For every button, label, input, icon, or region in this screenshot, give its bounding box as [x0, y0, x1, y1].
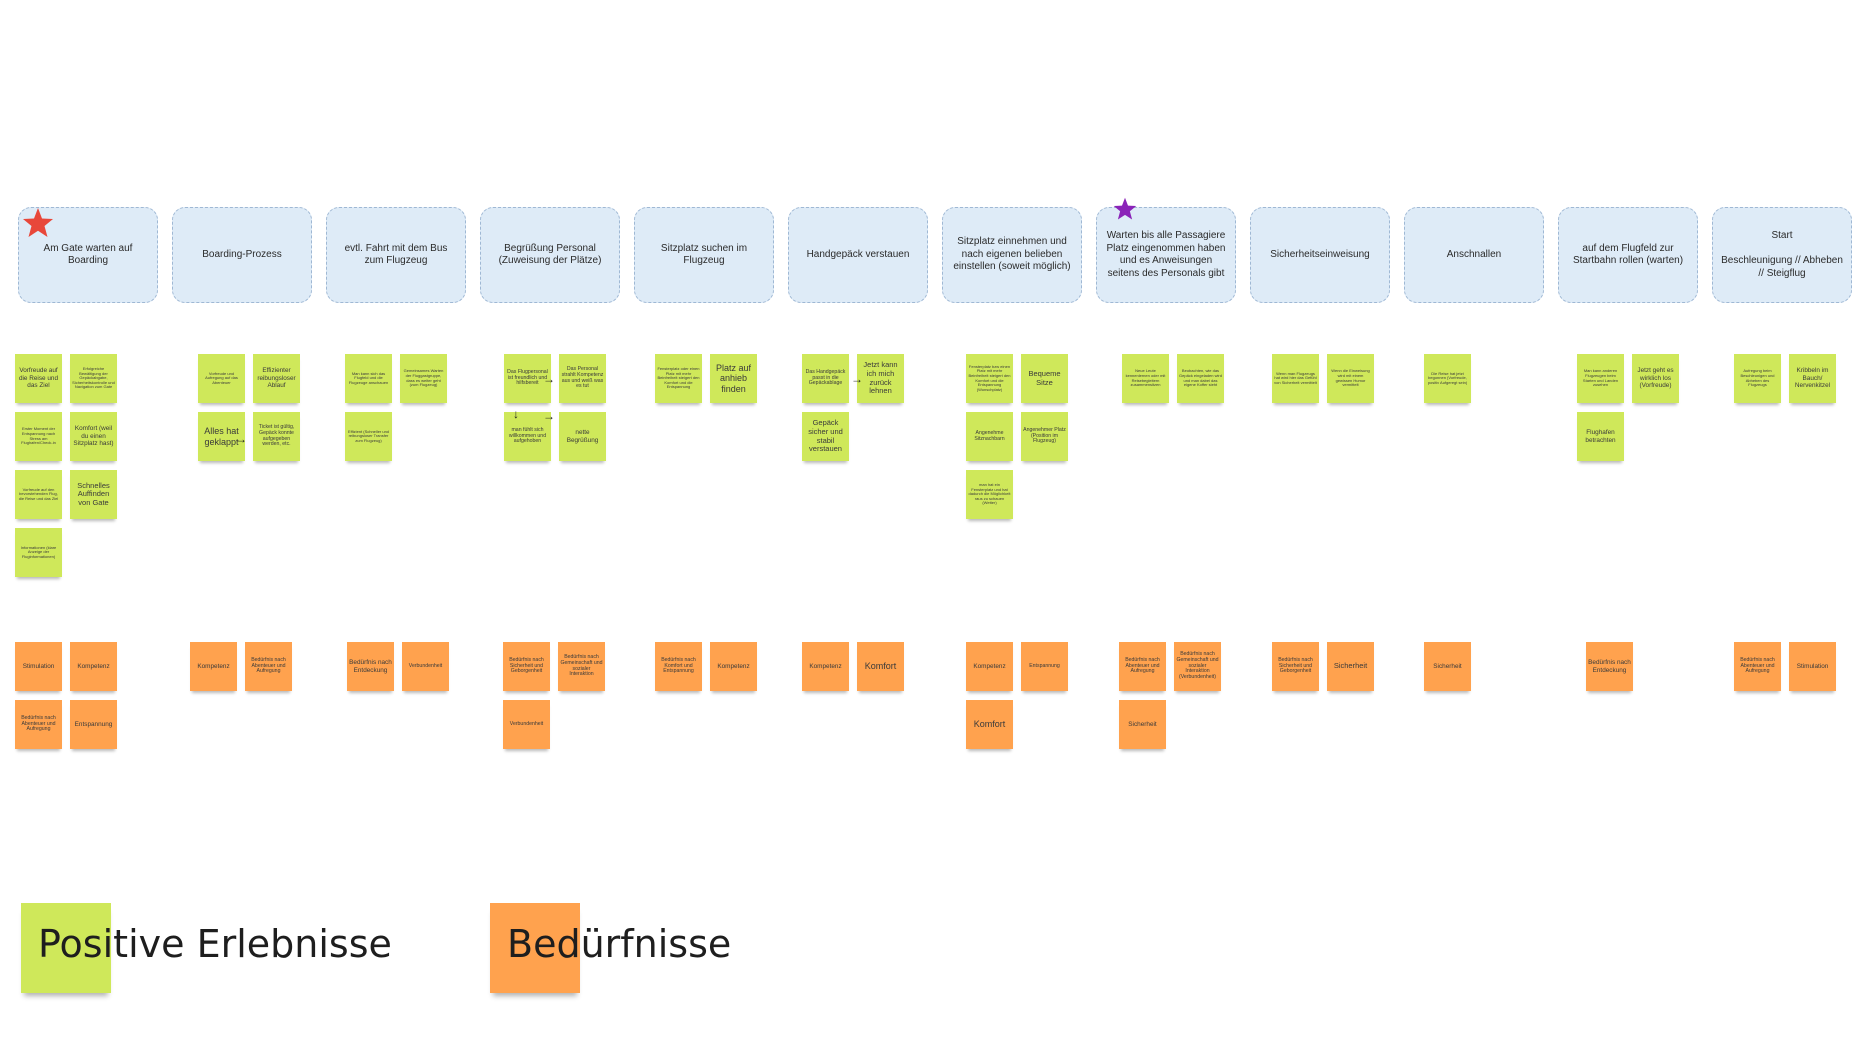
positive-sticky-note[interactable]: Gepäck sicher und stabil verstauen	[802, 412, 849, 461]
legend-positive-label: Positive Erlebnisse	[38, 922, 392, 966]
need-sticky-note[interactable]: Bedürfnis nach Abenteuer und Aufregung	[1734, 642, 1781, 691]
stage-card[interactable]: Sicherheitseinweisung	[1250, 207, 1390, 303]
positive-sticky-note[interactable]: Das Personal strahlt Kompetenz aus und w…	[559, 354, 606, 403]
stage-card[interactable]: Sitzplatz suchen im Flugzeug	[634, 207, 774, 303]
positive-sticky-note[interactable]: Gemeinsames Warten der Fluggastgruppe, d…	[400, 354, 447, 403]
stage-card[interactable]: Boarding-Prozess	[172, 207, 312, 303]
stage-card[interactable]: auf dem Flugfeld zur Startbahn rollen (w…	[1558, 207, 1698, 303]
arrow-right-icon: →	[235, 432, 247, 446]
stage-card[interactable]: Warten bis alle Passagiere Platz eingeno…	[1096, 207, 1236, 303]
need-sticky-note[interactable]: Bedürfnis nach Komfort und Entspannung	[655, 642, 702, 691]
positive-sticky-note[interactable]: Angenehmer Platz (Position im Flugzeug)	[1021, 412, 1068, 461]
positive-sticky-note[interactable]: Platz auf anhieb finden	[710, 354, 757, 403]
positive-sticky-note[interactable]: Jetzt kann ich mich zurück lehnen	[857, 354, 904, 403]
positive-sticky-note[interactable]: Schnelles Auffinden von Gate	[70, 470, 117, 519]
stage-card[interactable]: Anschnallen	[1404, 207, 1544, 303]
positive-sticky-note[interactable]: Komfort (weil du einen Sitzplatz hast)	[70, 412, 117, 461]
stage-card[interactable]: Start Beschleunigung // Abheben // Steig…	[1712, 207, 1852, 303]
star-purple-icon	[1113, 197, 1137, 220]
need-sticky-note[interactable]: Bedürfnis nach Abenteuer und Aufregung	[245, 642, 292, 691]
positive-sticky-note[interactable]: Kribbeln im Bauch/ Nervenkitzel	[1789, 354, 1836, 403]
positive-sticky-note[interactable]: Erster Moment der Entspannung nach Stres…	[15, 412, 62, 461]
positive-sticky-note[interactable]: Angenehme Sitznachbarn	[966, 412, 1013, 461]
positive-sticky-note[interactable]: man fühlt sich willkommen und aufgehoben	[504, 412, 551, 461]
need-sticky-note[interactable]: Bedürfnis nach Entdeckung	[1586, 642, 1633, 691]
positive-sticky-note[interactable]: Man kann anderen Flugzeugen beim Starten…	[1577, 354, 1624, 403]
need-sticky-note[interactable]: Kompetenz	[802, 642, 849, 691]
positive-sticky-note[interactable]: Beobachten, wie das Gepäck eingeladen wi…	[1177, 354, 1224, 403]
positive-sticky-note[interactable]: Vorfreude auf die Reise und das Ziel	[15, 354, 62, 403]
stage-card[interactable]: Handgepäck verstauen	[788, 207, 928, 303]
need-sticky-note[interactable]: Bedürfnis nach Gemeinschaft und sozialer…	[1174, 642, 1221, 691]
arrow-right-icon: →	[851, 372, 863, 386]
need-sticky-note[interactable]: Bedürfnis nach Gemeinschaft und sozialer…	[558, 642, 605, 691]
stage-card[interactable]: Begrüßung Personal (Zuweisung der Plätze…	[480, 207, 620, 303]
arrow-right-icon: →	[543, 409, 555, 423]
positive-sticky-note[interactable]: Informationen (klare Anzeige der Fluginf…	[15, 528, 62, 577]
positive-sticky-note[interactable]: Wenn man Flugzeugs hat wird hier das Gef…	[1272, 354, 1319, 403]
positive-sticky-note[interactable]: Erfolgreiche Bewältigung der Gepäckabgab…	[70, 354, 117, 403]
arrow-right-icon: →	[543, 372, 555, 386]
positive-sticky-note[interactable]: nette Begrüßung	[559, 412, 606, 461]
need-sticky-note[interactable]: Kompetenz	[966, 642, 1013, 691]
arrow-down-icon: ↓	[513, 407, 519, 421]
positive-sticky-note[interactable]: Wenn die Einweisung wird mit einem gewis…	[1327, 354, 1374, 403]
stage-card[interactable]: Sitzplatz einnehmen und nach eigenen bel…	[942, 207, 1082, 303]
need-sticky-note[interactable]: Komfort	[966, 700, 1013, 749]
need-sticky-note[interactable]: Verbundenheit	[402, 642, 449, 691]
stage-card[interactable]: evtl. Fahrt mit dem Bus zum Flugzeug	[326, 207, 466, 303]
legend-needs-swatch	[490, 903, 580, 993]
need-sticky-note[interactable]: Stimulation	[15, 642, 62, 691]
positive-sticky-note[interactable]: Jetzt geht es wirklich los (Vorfreude)	[1632, 354, 1679, 403]
need-sticky-note[interactable]: Komfort	[857, 642, 904, 691]
positive-sticky-note[interactable]: Bequeme Sitze	[1021, 354, 1068, 403]
need-sticky-note[interactable]: Bedürfnis nach Sicherheit und Geborgenhe…	[503, 642, 550, 691]
need-sticky-note[interactable]: Bedürfnis nach Entdeckung	[347, 642, 394, 691]
positive-sticky-note[interactable]: Die Reise hat jetzt begonnen (Vorfreude,…	[1424, 354, 1471, 403]
positive-sticky-note[interactable]: Alles hat geklappt	[198, 412, 245, 461]
legend-needs-label: Bedürfnisse	[507, 922, 732, 966]
need-sticky-note[interactable]: Verbundenheit	[503, 700, 550, 749]
star-red-icon	[23, 208, 53, 237]
need-sticky-note[interactable]: Bedürfnis nach Abenteuer und Aufregung	[1119, 642, 1166, 691]
need-sticky-note[interactable]: Stimulation	[1789, 642, 1836, 691]
positive-sticky-note[interactable]: Man kann sich das Flugfeld und die Flugz…	[345, 354, 392, 403]
positive-sticky-note[interactable]: Vorfreude auf den bevorstehenden Flug, d…	[15, 470, 62, 519]
positive-sticky-note[interactable]: Fensterplatz oder einen Platz mit mehr B…	[655, 354, 702, 403]
positive-sticky-note[interactable]: Aufregung beim Beschleunigen und Abheben…	[1734, 354, 1781, 403]
need-sticky-note[interactable]: Entspannung	[70, 700, 117, 749]
need-sticky-note[interactable]: Entspannung	[1021, 642, 1068, 691]
need-sticky-note[interactable]: Kompetenz	[190, 642, 237, 691]
positive-sticky-note[interactable]: Neue Leute kennenlernen oder mit Reisebe…	[1122, 354, 1169, 403]
legend-positive-swatch	[21, 903, 111, 993]
positive-sticky-note[interactable]: man hat ein Fensterplatz und hat dadurch…	[966, 470, 1013, 519]
positive-sticky-note[interactable]: Effizienter reibungsloser Ablauf	[253, 354, 300, 403]
need-sticky-note[interactable]: Bedürfnis nach Abenteuer und Aufregung	[15, 700, 62, 749]
need-sticky-note[interactable]: Bedürfnis nach Sicherheit und Geborgenhe…	[1272, 642, 1319, 691]
positive-sticky-note[interactable]: Vorfreude und Aufregung auf das Abenteue…	[198, 354, 245, 403]
need-sticky-note[interactable]: Sicherheit	[1327, 642, 1374, 691]
positive-sticky-note[interactable]: Das Handgepäck passt in die Gepäckablage	[802, 354, 849, 403]
need-sticky-note[interactable]: Sicherheit	[1119, 700, 1166, 749]
positive-sticky-note[interactable]: Flughafen betrachten	[1577, 412, 1624, 461]
positive-sticky-note[interactable]: Das Flugpersonal ist freundlich und hilf…	[504, 354, 551, 403]
need-sticky-note[interactable]: Kompetenz	[710, 642, 757, 691]
positive-sticky-note[interactable]: Effizient (Schneller und reibungsloser T…	[345, 412, 392, 461]
positive-sticky-note[interactable]: Fensterplatz bzw einen Platz mit mehr Be…	[966, 354, 1013, 403]
need-sticky-note[interactable]: Sicherheit	[1424, 642, 1471, 691]
positive-sticky-note[interactable]: Ticket ist gültig, Gepäck konnte aufgege…	[253, 412, 300, 461]
need-sticky-note[interactable]: Kompetenz	[70, 642, 117, 691]
